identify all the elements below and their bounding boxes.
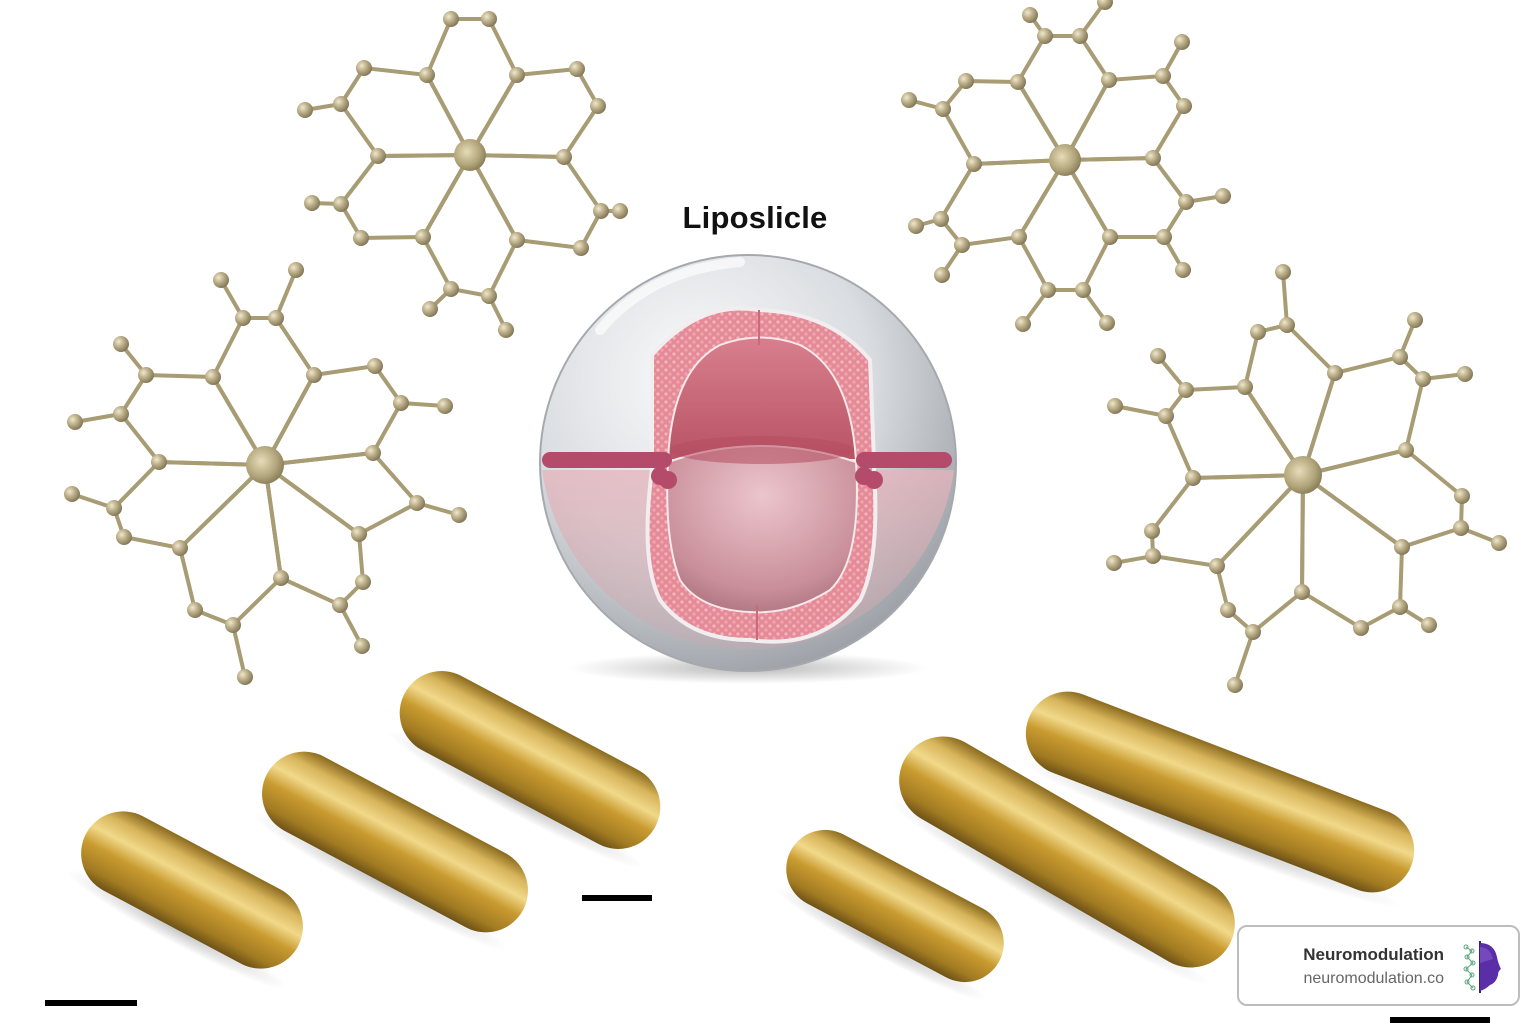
scale-bar-right (1390, 1017, 1490, 1023)
watermark-title: Neuromodulation (1303, 945, 1444, 964)
molecule-mid-left-atoms (64, 262, 467, 685)
molecule-mid-right-atoms (1106, 264, 1507, 693)
rod-right-2 (888, 736, 1235, 987)
rod-right-1 (774, 829, 1004, 1002)
molecule-head-icon (1463, 941, 1501, 993)
rod-left-1 (66, 811, 303, 990)
rod-right-3 (1018, 691, 1415, 908)
molecule-mid-right (1112, 270, 1501, 687)
watermark-url[interactable]: neuromodulation.co (1303, 970, 1444, 987)
molecule-mid-left (70, 268, 461, 679)
molecule-top-right (907, 0, 1225, 326)
molecule-top-left-atoms (297, 11, 628, 338)
rod-left-2 (251, 751, 528, 951)
figure-title: Liposlicle (682, 200, 828, 235)
membrane-bead-chain (542, 452, 952, 489)
rod-left-3 (386, 671, 661, 869)
scale-bar-left (45, 1000, 137, 1006)
watermark-badge[interactable]: Neuromodulation neuromodulation.co (1237, 925, 1520, 1006)
scale-bar-center (582, 895, 652, 901)
molecule-top-right-atoms (901, 0, 1231, 332)
molecule-top-left (303, 17, 622, 332)
